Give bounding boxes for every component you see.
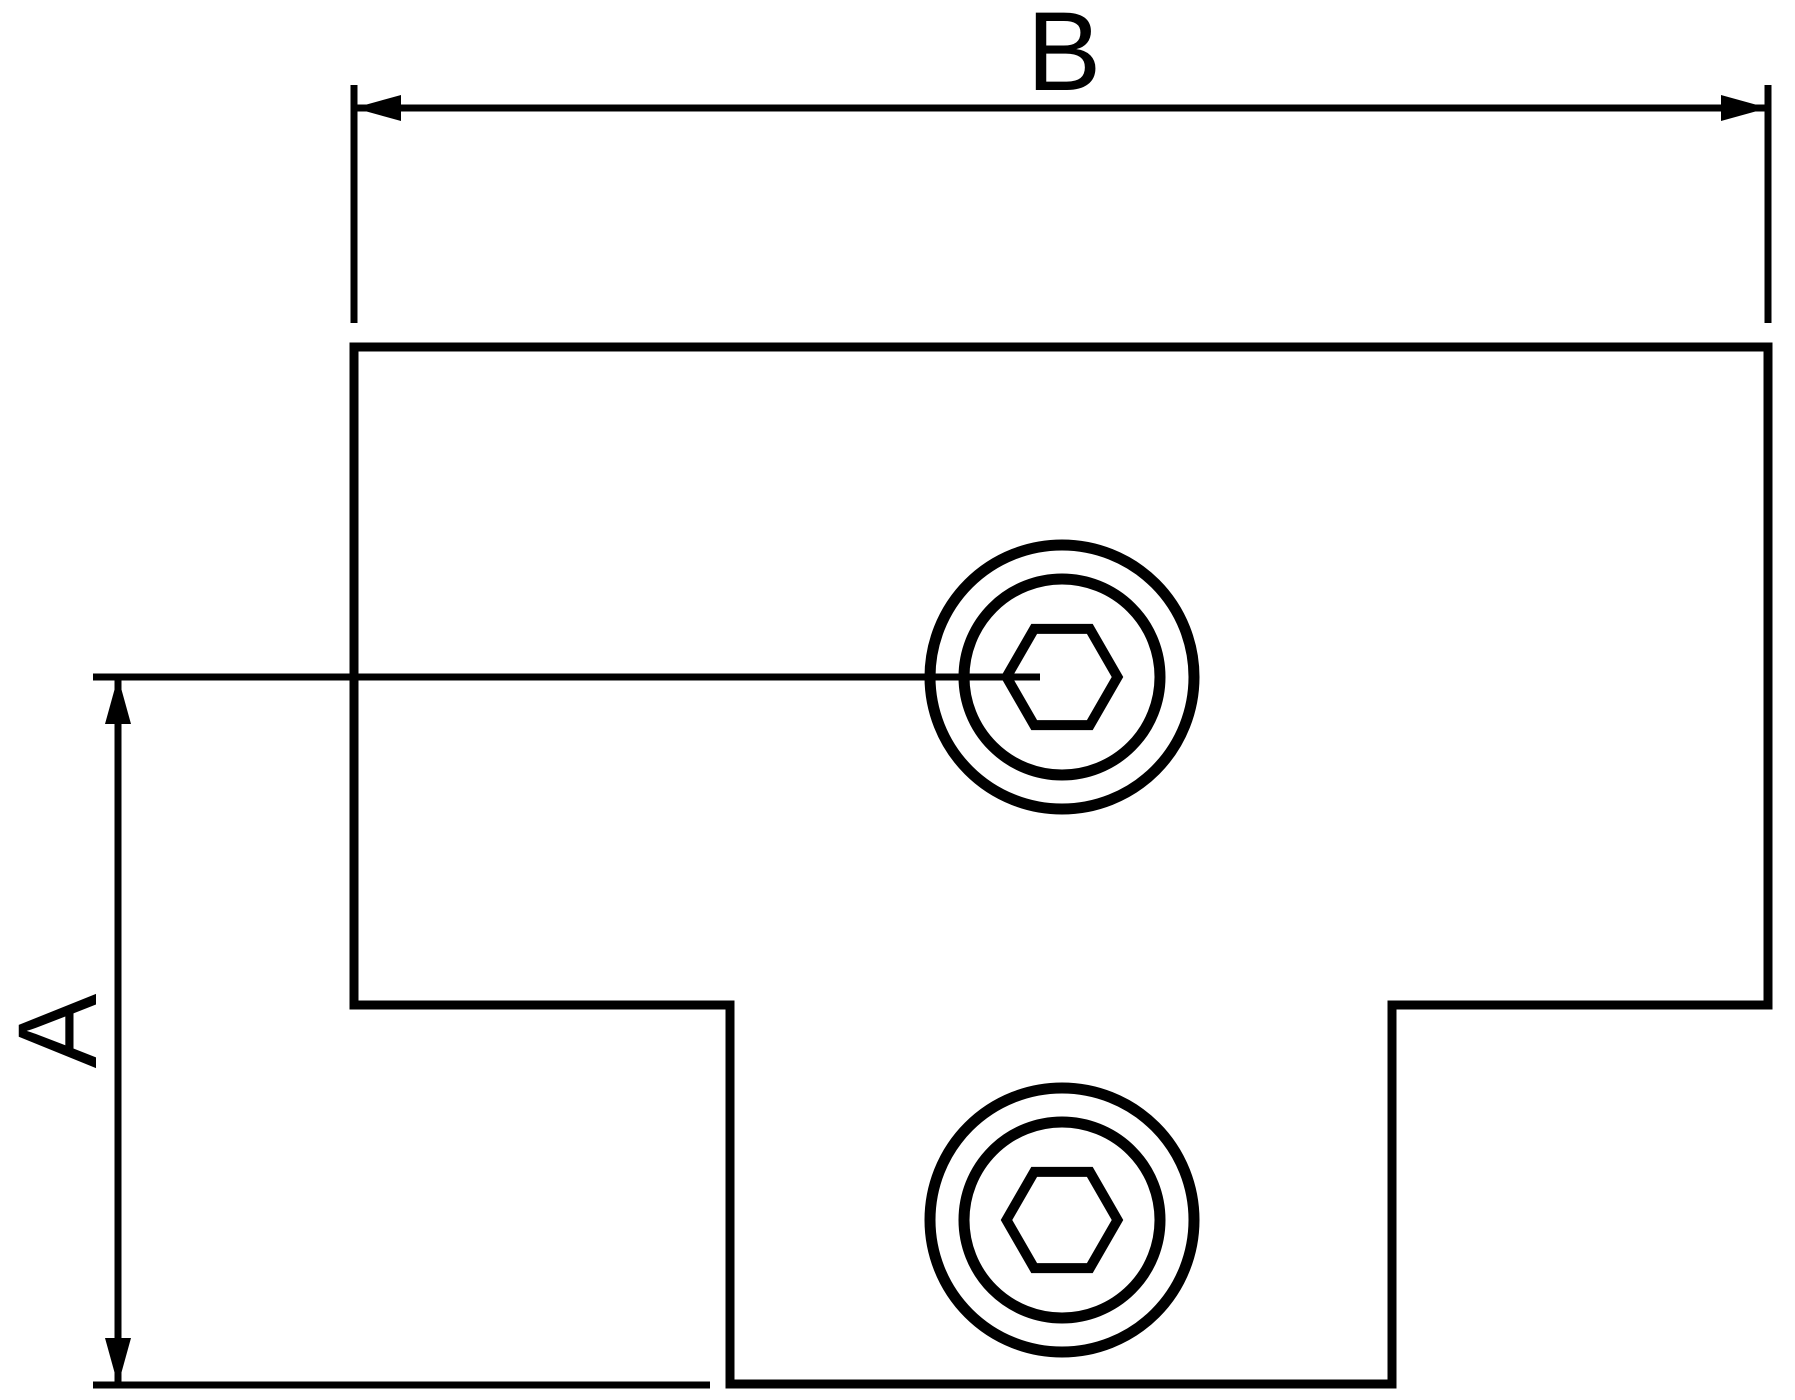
bottom-screw-inner-circle — [958, 1116, 1166, 1324]
dim-a-label: A — [0, 993, 120, 1068]
part-outline — [349, 342, 1773, 1389]
drawing-lines — [93, 85, 1773, 1389]
dim-a-arrowhead-down-icon — [105, 1338, 131, 1385]
dim-b-arrowhead-right-icon — [1721, 95, 1768, 121]
bottom-screw-hex-socket-icon — [1000, 1166, 1124, 1274]
dim-b-arrowhead-left-icon — [354, 95, 401, 121]
dim-b-label: B — [1027, 0, 1102, 114]
dim-a-arrowhead-up-icon — [105, 677, 131, 724]
bottom-screw-outer-circle — [924, 1082, 1200, 1358]
